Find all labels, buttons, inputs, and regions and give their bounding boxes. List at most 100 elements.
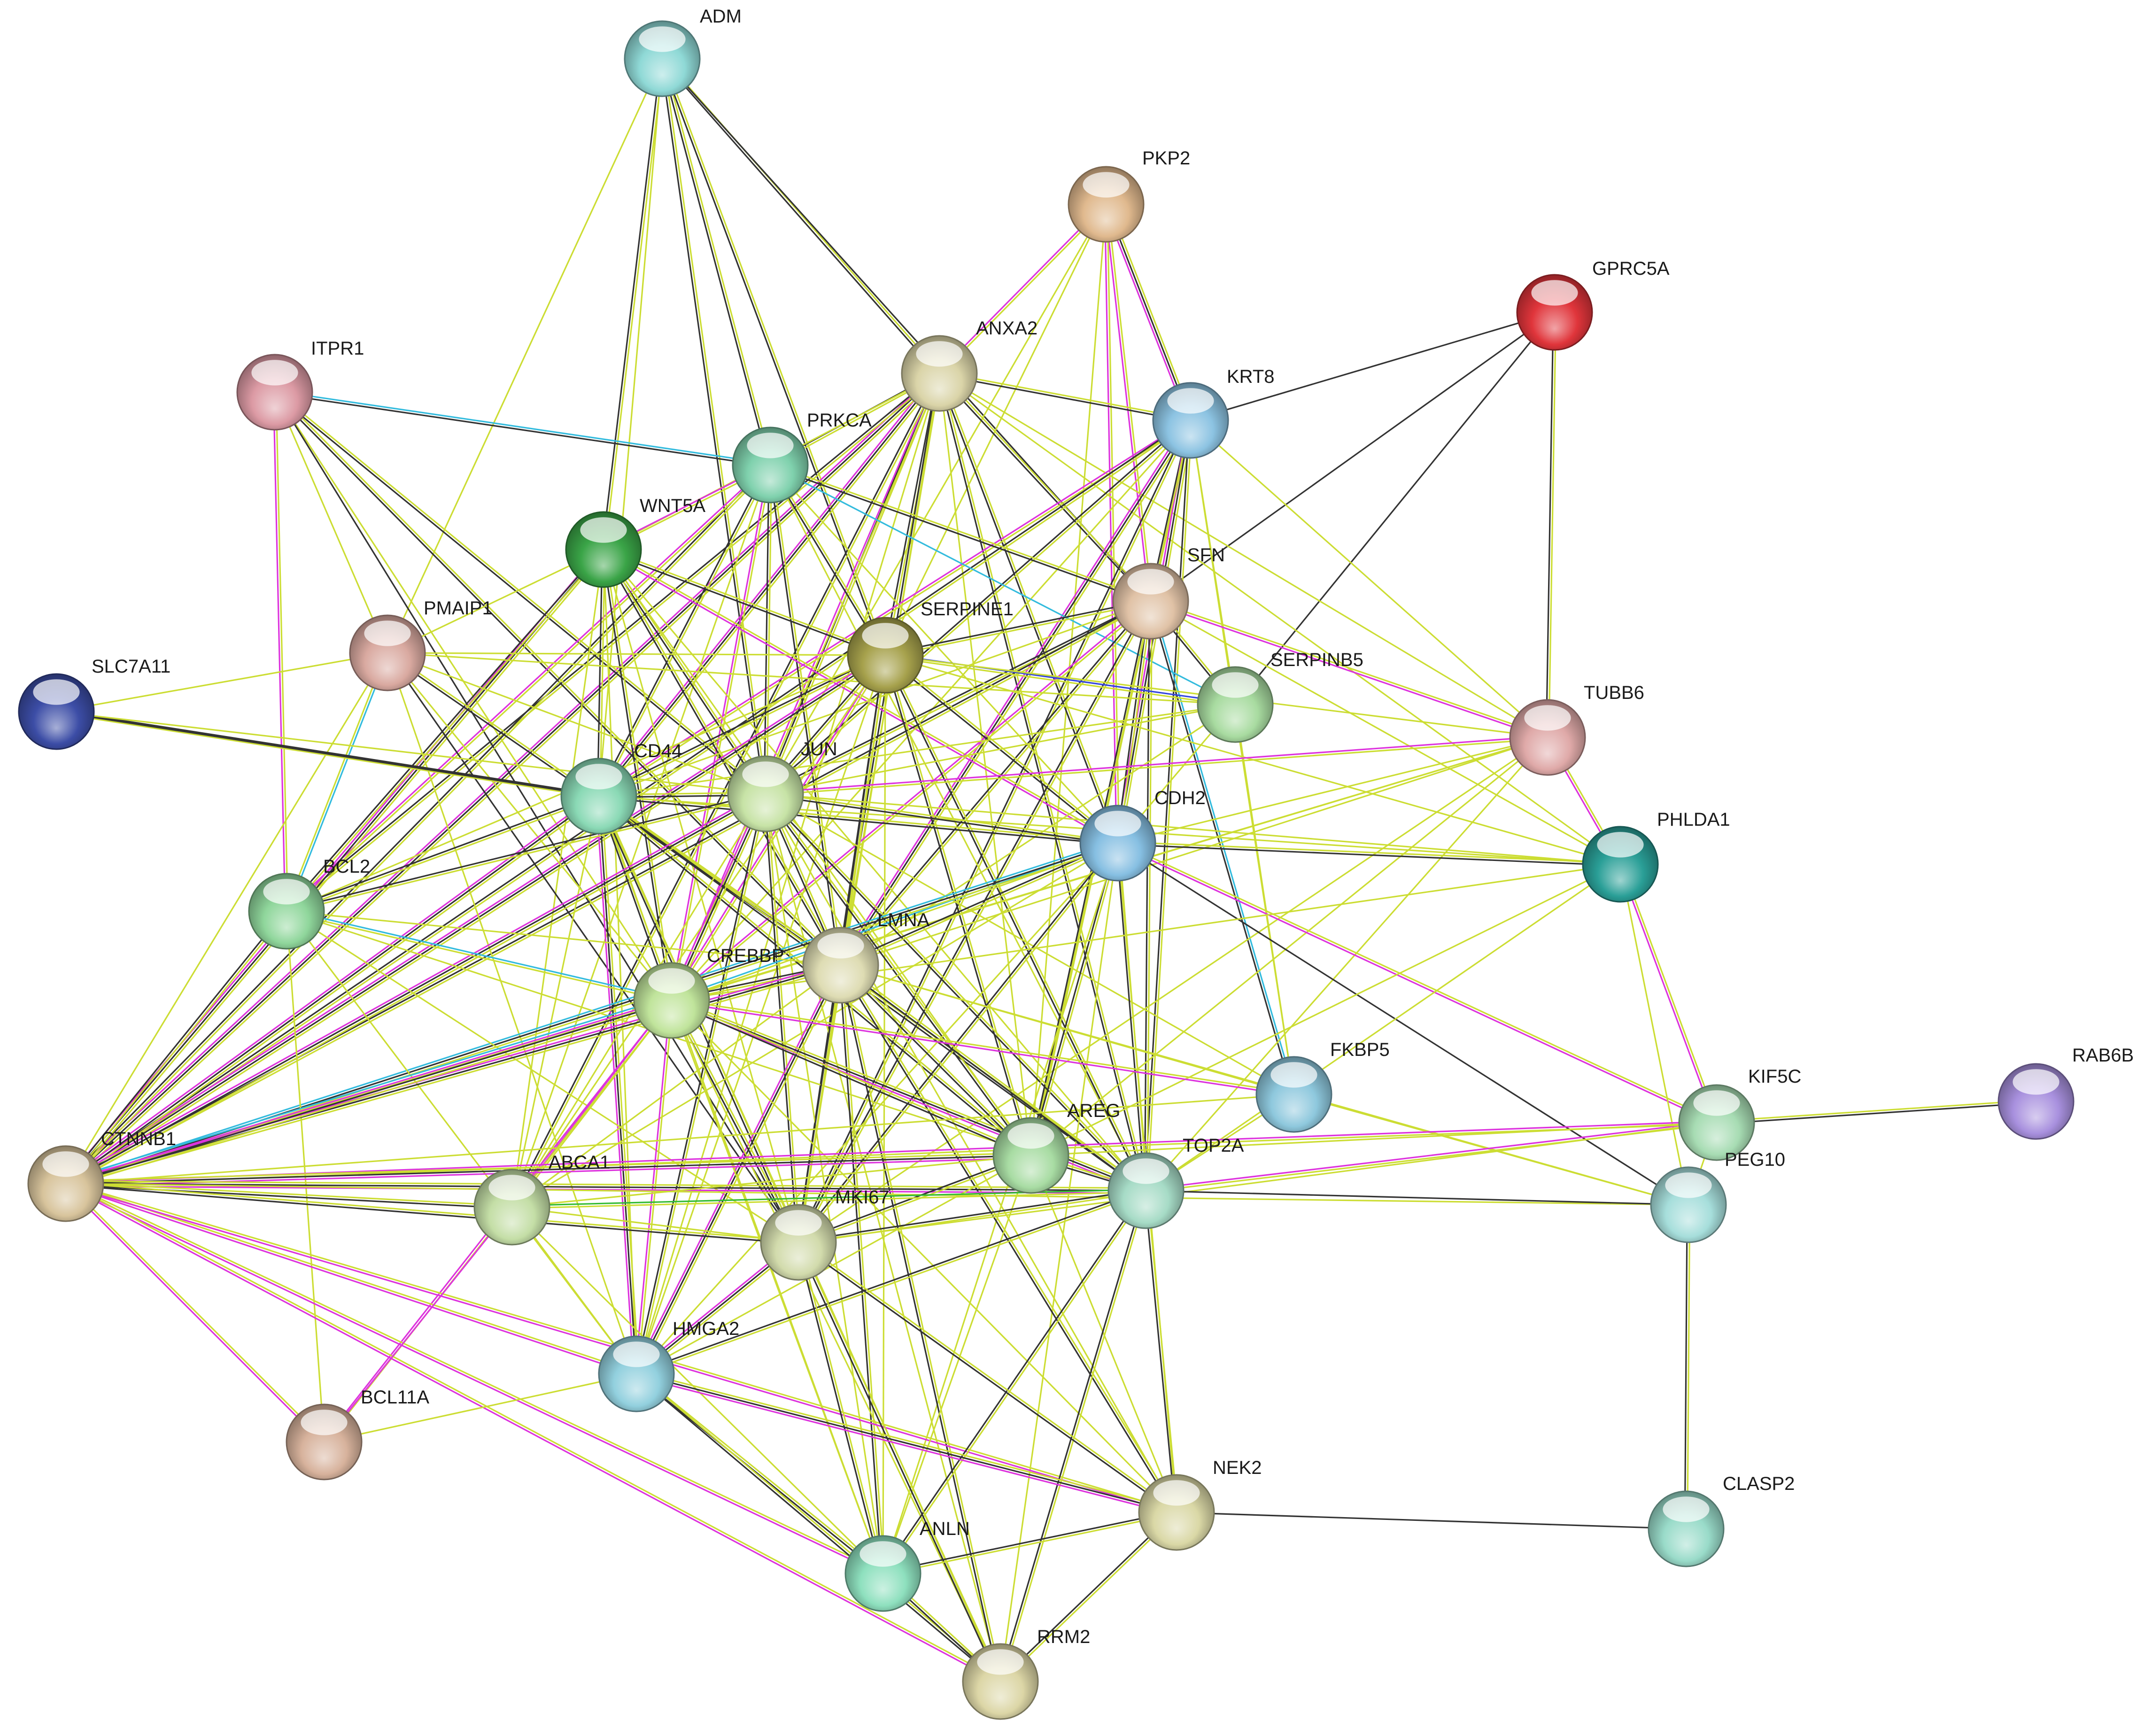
edge-evidence-line xyxy=(671,1001,1031,1157)
edge-bcl2-ctnnb1 xyxy=(64,910,288,1185)
node-tubb6[interactable]: TUBB6 xyxy=(1509,682,1644,776)
node-label: CTNNB1 xyxy=(101,1129,176,1149)
edge-adm-serpine1 xyxy=(660,58,888,656)
edge-kif5c-areg xyxy=(1030,1122,1717,1156)
node-label: RAB6B xyxy=(2072,1045,2134,1066)
node-kif5c[interactable]: KIF5C xyxy=(1678,1066,1801,1161)
node-jun[interactable]: JUN xyxy=(727,739,837,832)
node-ctnnb1[interactable]: CTNNB1 xyxy=(27,1129,176,1222)
node-serpinb5[interactable]: SERPINB5 xyxy=(1197,650,1363,743)
node-hmga2[interactable]: HMGA2 xyxy=(598,1318,739,1412)
edge-evidence-line xyxy=(597,418,1191,796)
node-fkbp5[interactable]: FKBP5 xyxy=(1255,1039,1390,1133)
edge-evidence-line xyxy=(600,796,640,1374)
edge-serpine1-pmaip1 xyxy=(387,652,886,656)
node-phlda1[interactable]: PHLDA1 xyxy=(1582,809,1730,903)
node-label: ITPR1 xyxy=(311,338,364,359)
edge-sfn-jun xyxy=(765,599,1152,796)
node-clasp2[interactable]: CLASP2 xyxy=(1648,1473,1795,1567)
edge-evidence-line xyxy=(1105,204,1192,421)
edge-cd44-slc7a11 xyxy=(56,711,599,797)
node-nek2[interactable]: NEK2 xyxy=(1138,1457,1262,1551)
node-highlight xyxy=(251,360,298,386)
edge-krt8-top2a xyxy=(1144,420,1193,1191)
node-bcl2[interactable]: BCL2 xyxy=(248,856,370,950)
node-label: NEK2 xyxy=(1213,1457,1262,1478)
node-bcl11a[interactable]: BCL11A xyxy=(286,1387,429,1480)
node-itpr1[interactable]: ITPR1 xyxy=(236,338,364,431)
edge-evidence-line xyxy=(272,392,286,912)
edge-evidence-line xyxy=(599,794,1147,1191)
edge-peg10-clasp2 xyxy=(1684,1204,1691,1529)
edge-evidence-line xyxy=(766,792,1148,1191)
edge-anxa2-cdh2 xyxy=(937,372,1120,844)
edge-evidence-line xyxy=(1107,203,1194,420)
node-prkca[interactable]: PRKCA xyxy=(732,410,872,504)
node-highlight xyxy=(33,679,80,705)
edge-evidence-line xyxy=(604,547,886,655)
node-pmaip1[interactable]: PMAIP1 xyxy=(349,598,493,691)
edge-evidence-line xyxy=(1000,1512,1178,1683)
edge-evidence-line xyxy=(285,548,604,911)
edge-lmna-hmga2 xyxy=(633,963,844,1376)
edge-pkp2-sfn xyxy=(1104,204,1153,602)
edge-evidence-line xyxy=(672,601,1152,1002)
edge-evidence-line xyxy=(511,796,600,1208)
node-highlight xyxy=(613,1341,660,1367)
edge-jun-bcl2 xyxy=(286,791,767,914)
edge-evidence-line xyxy=(56,711,766,795)
node-sfn[interactable]: SFN xyxy=(1112,545,1225,640)
node-serpine1[interactable]: SERPINE1 xyxy=(847,599,1014,694)
edge-pmaip1-jun xyxy=(387,652,766,795)
node-crebbp[interactable]: CREBBP xyxy=(633,946,784,1039)
edge-evidence-line xyxy=(940,372,1120,843)
node-label: SERPINE1 xyxy=(921,599,1014,620)
node-pkp2[interactable]: PKP2 xyxy=(1068,148,1190,243)
edge-evidence-line xyxy=(66,1182,326,1442)
edge-evidence-line xyxy=(65,1184,636,1376)
edge-evidence-line xyxy=(842,421,1193,967)
node-adm[interactable]: ADM xyxy=(624,6,742,97)
edge-pmaip1-mki67 xyxy=(387,652,799,1243)
node-slc7a11[interactable]: SLC7A11 xyxy=(18,656,170,750)
node-mki67[interactable]: MKI67 xyxy=(760,1187,890,1281)
edge-evidence-line xyxy=(65,372,940,1185)
node-areg[interactable]: AREG xyxy=(992,1100,1120,1194)
edge-evidence-line xyxy=(511,842,1118,1208)
edge-evidence-line xyxy=(1619,864,1689,1205)
edge-evidence-line xyxy=(285,463,770,911)
edge-evidence-line xyxy=(797,1242,1177,1514)
node-peg10[interactable]: PEG10 xyxy=(1650,1149,1785,1243)
edge-evidence-line xyxy=(939,372,1548,738)
edge-lmna-ctnnb1 xyxy=(65,962,842,1187)
edge-crebbp-fkbp5 xyxy=(671,998,1294,1097)
edge-evidence-line xyxy=(65,1155,1031,1185)
edge-krt8-crebbp xyxy=(671,419,1192,1001)
node-cd44[interactable]: CD44 xyxy=(560,741,682,835)
node-label: TOP2A xyxy=(1183,1135,1244,1156)
edge-tubb6-jun xyxy=(765,735,1548,796)
node-rab6b[interactable]: RAB6B xyxy=(1998,1045,2134,1140)
edge-evidence-line xyxy=(598,653,885,796)
edge-evidence-line xyxy=(1293,1093,1689,1206)
edge-evidence-line xyxy=(67,657,887,1186)
node-rrm2[interactable]: RRM2 xyxy=(962,1627,1090,1720)
edge-evidence-line xyxy=(286,465,772,913)
node-anxa2[interactable]: ANXA2 xyxy=(901,318,1038,412)
edge-ctnnb1-peg10 xyxy=(65,1183,1689,1206)
edge-evidence-line xyxy=(603,549,1147,1192)
edge-evidence-line xyxy=(882,1155,1032,1574)
node-cdh2[interactable]: CDH2 xyxy=(1079,788,1206,882)
edge-evidence-line xyxy=(939,372,1153,601)
node-top2a[interactable]: TOP2A xyxy=(1107,1135,1244,1229)
node-wnt5a[interactable]: WNT5A xyxy=(565,496,705,588)
edge-evidence-line xyxy=(999,843,1119,1682)
edge-evidence-line xyxy=(883,1510,1177,1573)
node-krt8[interactable]: KRT8 xyxy=(1152,366,1275,459)
node-gprc5a[interactable]: GPRC5A xyxy=(1516,258,1670,351)
node-anln[interactable]: ANLN xyxy=(844,1519,970,1612)
node-lmna[interactable]: LMNA xyxy=(802,910,929,1004)
edge-evidence-line xyxy=(885,602,1151,658)
node-abca1[interactable]: ABCA1 xyxy=(473,1152,610,1246)
